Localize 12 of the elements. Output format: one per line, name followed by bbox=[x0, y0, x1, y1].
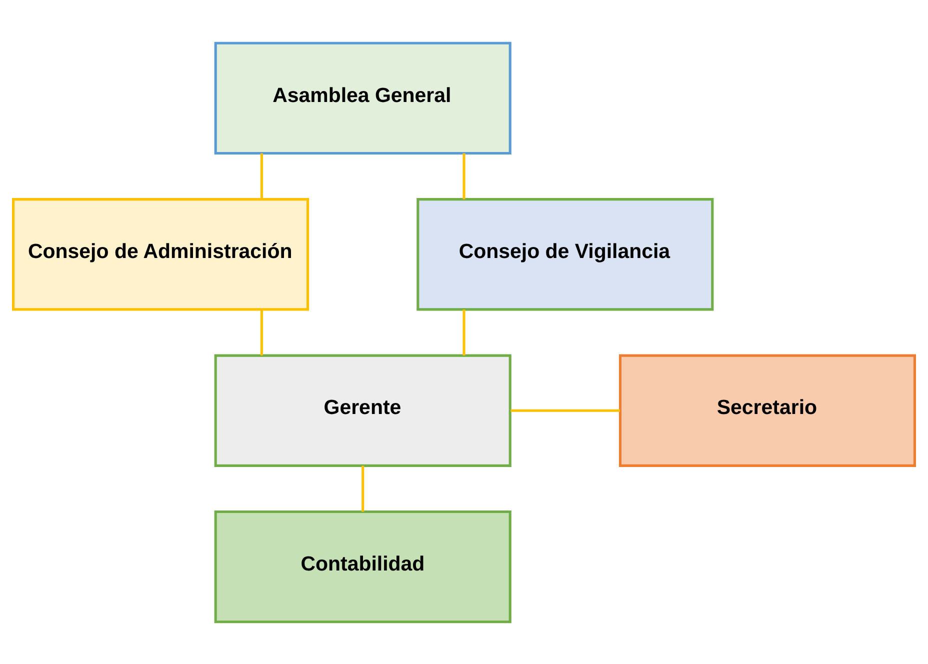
node-box: Secretario bbox=[618, 354, 916, 466]
connector bbox=[260, 152, 263, 199]
connector bbox=[260, 308, 263, 355]
connector bbox=[362, 465, 364, 512]
node-box: Consejo de Administración bbox=[12, 198, 310, 310]
node-box: Gerente bbox=[214, 354, 512, 466]
connector bbox=[462, 308, 466, 355]
node-box: Contabilidad bbox=[214, 510, 512, 623]
connector bbox=[462, 152, 466, 199]
node-box: Asamblea General bbox=[214, 41, 512, 154]
connector bbox=[510, 408, 620, 412]
node-box: Consejo de Vigilancia bbox=[416, 198, 714, 310]
